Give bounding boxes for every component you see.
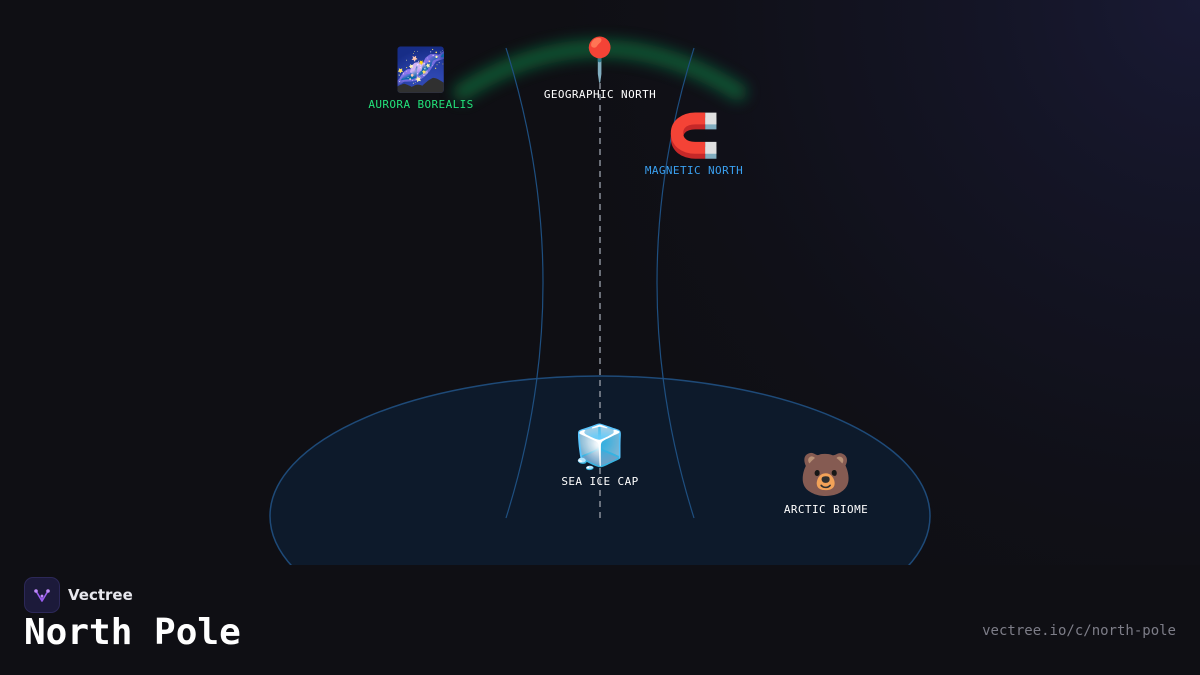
- footer: Vectree North Pole vectree.io/c/north-po…: [0, 565, 1200, 675]
- ice-cube-icon: 🧊: [573, 422, 627, 471]
- bear-icon: 🐻: [799, 450, 853, 499]
- node-label: AURORA BOREALIS: [368, 98, 474, 111]
- brand-name: Vectree: [68, 586, 133, 604]
- brand[interactable]: Vectree: [24, 577, 133, 613]
- milky-way-icon: 🌌: [394, 45, 448, 94]
- meridian-left: [505, 47, 544, 519]
- node-label: GEOGRAPHIC NORTH: [543, 88, 657, 101]
- magnet-icon: 🧲: [667, 111, 721, 160]
- pin-icon: 📍: [573, 35, 627, 84]
- node-label: SEA ICE CAP: [561, 475, 639, 488]
- page-title: North Pole: [24, 612, 241, 653]
- node-aurora-borealis[interactable]: 🌌 AURORA BOREALIS: [368, 45, 474, 112]
- aurora-glow-arc: [453, 39, 747, 101]
- node-label: ARCTIC BIOME: [783, 503, 869, 516]
- node-label: MAGNETIC NORTH: [644, 164, 744, 177]
- page-url[interactable]: vectree.io/c/north-pole: [982, 623, 1176, 639]
- node-arctic-biome[interactable]: 🐻 ARCTIC BIOME: [783, 450, 869, 517]
- vectree-logo-icon: [24, 577, 60, 613]
- node-sea-ice-cap[interactable]: 🧊 SEA ICE CAP: [561, 422, 639, 489]
- node-geographic-north[interactable]: 📍 GEOGRAPHIC NORTH: [543, 35, 657, 102]
- node-magnetic-north[interactable]: 🧲 MAGNETIC NORTH: [644, 111, 744, 178]
- meridian-right: [656, 47, 695, 519]
